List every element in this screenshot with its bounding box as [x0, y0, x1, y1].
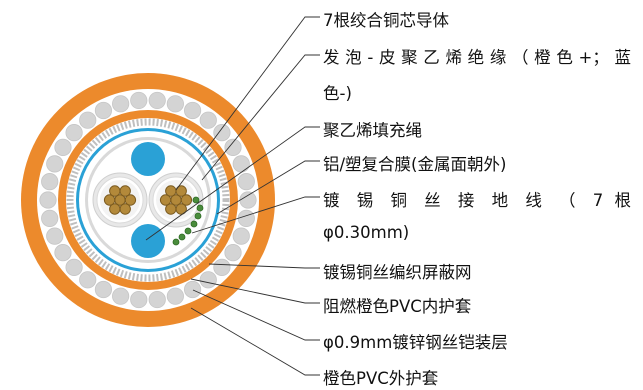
- leader-line: [192, 289, 320, 341]
- leader-line: [216, 160, 320, 215]
- armour-wire: [213, 124, 231, 142]
- leader-line: [191, 196, 320, 234]
- conductor-strands: [159, 185, 193, 215]
- leader-lines: [145, 16, 320, 376]
- armour-wire: [239, 191, 257, 209]
- armour-wire: [54, 138, 72, 156]
- armour-wire: [232, 155, 250, 173]
- armour-wire: [237, 209, 255, 227]
- core-right: [148, 172, 204, 228]
- armour-wire: [54, 244, 72, 262]
- copper-strand: [103, 194, 116, 206]
- copper-strand: [124, 194, 137, 206]
- braid-shield: [66, 118, 230, 282]
- armour-wire: [213, 258, 231, 276]
- core-area: [88, 140, 208, 260]
- drain-wire: [192, 196, 200, 204]
- armour-wire: [112, 287, 130, 305]
- leader-line: [190, 307, 320, 376]
- drain-wire: [196, 204, 204, 212]
- copper-strand: [165, 185, 177, 197]
- label-armour: φ0.9mm镀锌钢丝铠装层: [323, 333, 508, 352]
- drain-wire: [184, 227, 192, 235]
- label-outer-sheath: 橙色PVC外护套: [323, 369, 439, 388]
- label-al-foil: 铝/塑复合膜(金属面朝外): [323, 155, 507, 174]
- copper-strand: [119, 185, 131, 197]
- drain-wire: [178, 233, 186, 241]
- armour-wire: [199, 111, 217, 129]
- label-braid: 镀锡铜丝编织屏蔽网: [323, 263, 472, 282]
- armour-wire: [46, 227, 64, 245]
- leader-line: [201, 54, 320, 181]
- armour-wire: [41, 173, 59, 191]
- armour-wire: [148, 91, 166, 110]
- armour-wire: [183, 280, 202, 299]
- leader-line: [208, 263, 320, 269]
- armour-wire: [65, 258, 83, 276]
- leader-line: [175, 16, 320, 191]
- cable-cross-section: [21, 73, 275, 327]
- armour-wire: [199, 271, 217, 289]
- drain-wire: [172, 238, 180, 246]
- label-insulation-cont: 色-): [323, 84, 352, 103]
- core-left: [92, 172, 148, 228]
- armour-wire: [183, 101, 202, 120]
- armour-wire: [94, 101, 113, 120]
- leader-line: [190, 278, 320, 304]
- armour-wire: [224, 244, 242, 262]
- filler-rope-top: [131, 142, 165, 176]
- copper-strand: [109, 185, 121, 197]
- drain-wire: [194, 212, 202, 220]
- armour-wire: [46, 155, 64, 173]
- copper-strand: [109, 203, 121, 215]
- armour-wire: [112, 95, 130, 113]
- armour-wire: [39, 191, 57, 209]
- armour-wire-ring: [39, 91, 257, 309]
- armour-wire: [130, 91, 148, 110]
- armour-wire: [148, 290, 166, 309]
- armour-wire: [79, 111, 97, 129]
- copper-strand: [165, 203, 177, 215]
- copper-strand: [119, 203, 131, 215]
- armour-wire: [130, 290, 148, 309]
- label-drain-wire-cont: φ0.30mm): [323, 223, 410, 242]
- copper-strand: [180, 194, 193, 206]
- copper-strand: [175, 185, 187, 197]
- label-insulation: 发泡-皮聚乙烯绝缘（橙色+；蓝: [323, 48, 631, 67]
- label-filler: 聚乙烯填充绳: [323, 121, 422, 140]
- conductor-strands: [103, 185, 137, 215]
- armour-wire: [224, 138, 242, 156]
- armour-wire: [41, 209, 59, 227]
- armour-wire: [237, 173, 255, 191]
- label-conductor: 7根绞合铜芯导体: [323, 11, 449, 30]
- drain-wires: [172, 196, 204, 246]
- armour-wire: [65, 124, 83, 142]
- label-inner-sheath: 阻燃橙色PVC内护套: [323, 297, 472, 316]
- armour-wire: [166, 95, 184, 113]
- armour-wire: [94, 280, 113, 299]
- label-drain-wire: 镀 锡 铜 丝 接 地 线 （ 7 根: [323, 191, 631, 210]
- copper-strand: [159, 194, 172, 206]
- armour-wire: [79, 271, 97, 289]
- filler-rope-bottom: [131, 224, 165, 258]
- armour-wire: [166, 287, 184, 305]
- armour-wire: [232, 227, 250, 245]
- leader-line: [145, 126, 320, 241]
- drain-wire: [190, 220, 198, 228]
